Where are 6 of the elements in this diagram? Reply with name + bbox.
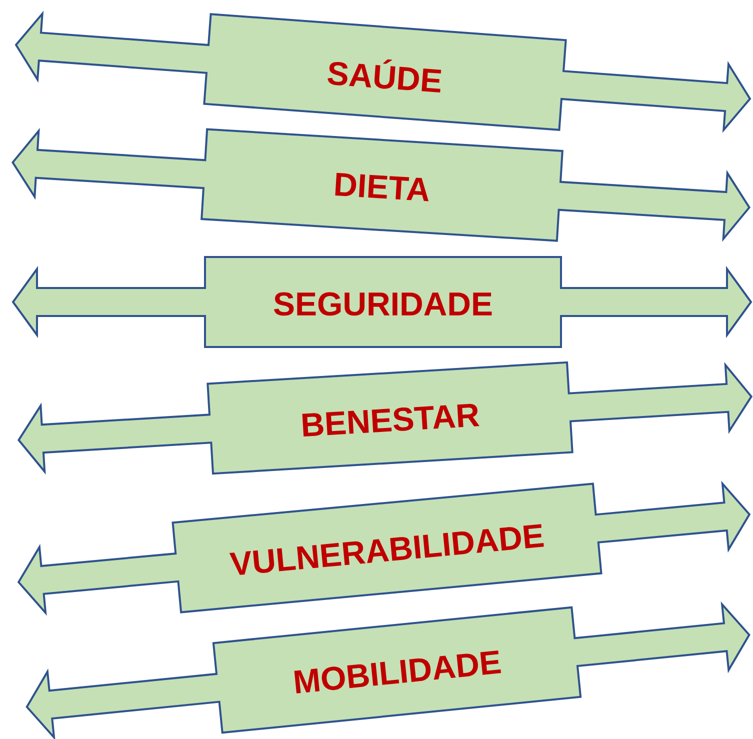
double-arrow-box: MOBILIDADE — [26, 601, 750, 739]
double-arrow-box: BENESTAR — [17, 361, 753, 475]
double-arrow-box: SEGURIDADE — [12, 256, 752, 348]
double-arrow-box: DIETA — [11, 128, 751, 242]
double-arrow-box: SAÚDE — [14, 10, 752, 133]
double-arrow-box: VULNERABILIDADE — [17, 480, 751, 616]
